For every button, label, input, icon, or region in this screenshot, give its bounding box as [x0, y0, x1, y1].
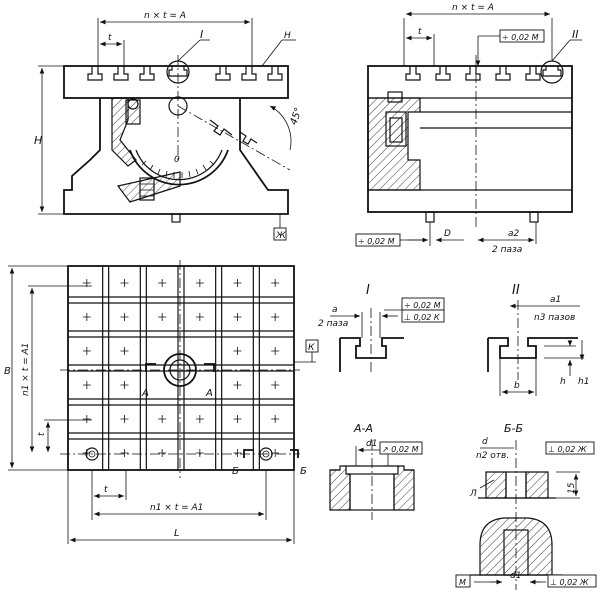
side-D-label: D — [444, 229, 451, 239]
plan-section-A-right: A — [205, 388, 213, 399]
grid-cross-mark — [195, 415, 204, 423]
front-view: H n × t = A t I H 45° 0 Ж — [34, 11, 305, 241]
detail-I-a: a — [332, 305, 338, 315]
side-nt-label: n × t = A — [452, 3, 494, 13]
side-tolerance-top: ÷ 0,02 М — [502, 33, 539, 42]
detail-II-h1: h1 — [578, 377, 589, 387]
grid-cross-mark — [271, 415, 280, 423]
grid-cross-mark — [271, 347, 280, 355]
plan-K-label: К — [308, 343, 315, 353]
front-detail-I-label: I — [200, 28, 203, 41]
grid-cross-mark — [120, 347, 129, 355]
front-nt-label: n × t = A — [144, 11, 186, 21]
detail-I: I a 2 паза ÷ 0,02 М ⊥ 0,02 К — [318, 283, 445, 372]
detail-I-2paza: 2 паза — [318, 319, 348, 329]
plan-n1tA1-horizontal: n1 × t = A1 — [150, 503, 203, 513]
front-t-label: t — [108, 33, 112, 43]
plan-B-label: B — [4, 366, 11, 377]
front-H-mark: H — [284, 31, 291, 41]
bottom-d1-label: d1 — [510, 571, 521, 581]
grid-cross-mark — [233, 415, 242, 423]
plan-n1tA1-vertical: n1 × t = A1 — [21, 343, 31, 396]
grid-cross-mark — [120, 279, 129, 287]
grid-cross-mark — [82, 347, 91, 355]
section-AA-d1: d1 — [366, 439, 377, 449]
detail-II-n3: n3 пазов — [534, 313, 575, 323]
detail-II-h: h — [560, 377, 566, 387]
side-t-label: t — [418, 27, 422, 37]
grid-cross-mark — [271, 279, 280, 287]
grid-cross-mark — [195, 313, 204, 321]
detail-I-tolerance-1: ÷ 0,02 М — [404, 301, 441, 310]
bottom-tolerance: ⊥ 0,02 Ж — [550, 578, 589, 587]
grid-cross-mark — [233, 279, 242, 287]
section-BB-n2: n2 отв. — [476, 451, 509, 461]
grid-cross-mark — [158, 279, 167, 287]
grid-cross-mark — [120, 381, 129, 389]
grid-cross-mark — [82, 415, 91, 423]
section-BB-tolerance: ⊥ 0,02 Ж — [548, 445, 587, 454]
detail-I-tolerance-2: ⊥ 0,02 К — [404, 313, 440, 322]
grid-cross-mark — [271, 381, 280, 389]
plan-section-B-right: Б — [300, 466, 307, 477]
front-zero-label: 0 — [174, 155, 180, 165]
detail-I-title: I — [366, 283, 370, 298]
plan-section-A-left: A — [141, 388, 149, 399]
grid-cross-mark — [82, 313, 91, 321]
grid-cross-mark — [158, 415, 167, 423]
grid-cross-mark — [195, 449, 204, 457]
front-H-label: H — [34, 134, 42, 147]
front-Zh-label: Ж — [275, 231, 286, 241]
detail-II: II a1 n3 пазов b h h1 — [487, 283, 589, 396]
detail-II-b: b — [514, 381, 520, 391]
grid-cross-mark — [233, 449, 242, 457]
grid-cross-mark — [158, 313, 167, 321]
grid-cross-mark — [233, 313, 242, 321]
side-detail-II-label: II — [572, 28, 579, 41]
grid-cross-mark — [120, 313, 129, 321]
front-angle-label: 45° — [288, 106, 304, 126]
grid-cross-mark — [233, 381, 242, 389]
grid-cross-mark — [195, 279, 204, 287]
grid-cross-mark — [271, 313, 280, 321]
side-2paza-label: 2 паза — [492, 245, 522, 255]
side-a2-label: a2 — [508, 229, 520, 239]
section-AA-tolerance: ↗ 0,02 М — [382, 445, 419, 454]
grid-cross-mark — [120, 449, 129, 457]
section-AA-title: А-А — [353, 422, 373, 435]
section-BB-d: d — [482, 437, 488, 447]
plan-t-horizontal: t — [104, 485, 108, 495]
section-B-B: Б-Б d n2 отв. ⊥ 0,02 Ж 15 Л d1 М ⊥ 0,02 … — [455, 422, 597, 590]
plan-section-B-left: Б — [232, 466, 239, 477]
section-A-A: А-А d1 ↗ 0,02 М — [329, 422, 423, 520]
grid-cross-mark — [233, 347, 242, 355]
detail-II-title: II — [512, 283, 520, 298]
side-tolerance-bottom: ÷ 0,02 М — [358, 237, 395, 246]
side-view: n × t = A t ÷ 0,02 М II ÷ 0,02 М D a2 2 … — [355, 3, 582, 255]
section-BB-15: 15 — [567, 482, 577, 494]
plan-L-label: L — [174, 528, 180, 539]
grid-cross-mark — [120, 415, 129, 423]
section-BB-title: Б-Б — [504, 422, 523, 435]
section-BB-L-label: Л — [469, 489, 477, 499]
plan-t-vertical: t — [37, 432, 47, 436]
plan-view: A A Б Б К B n1 × t = A1 t t n1 × t = A1 — [4, 260, 319, 544]
grid-cross-mark — [82, 381, 91, 389]
detail-II-a1: a1 — [550, 295, 561, 305]
bottom-M-label: М — [459, 578, 466, 587]
grid-cross-mark — [158, 449, 167, 457]
